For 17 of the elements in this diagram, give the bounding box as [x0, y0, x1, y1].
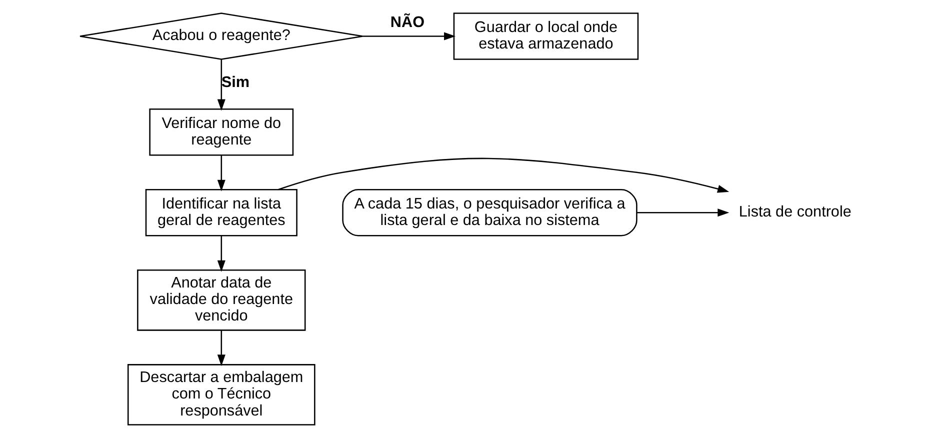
node-box: Verificar nome do reagente [148, 108, 294, 156]
node-diamond: Acabou o reagente? [78, 12, 363, 60]
arrow [278, 158, 729, 193]
node-box: A cada 15 dias, o pesquisador verifica a lista geral e da baixa no sistema [342, 188, 637, 236]
node-box: Guardar o local onde estava armazenado [452, 12, 638, 60]
node-box: Anotar data de validade do reagente vencido [136, 269, 306, 331]
edge-label: Sim [220, 74, 250, 91]
arrow [636, 208, 729, 217]
arrow [216, 236, 225, 272]
arrow [216, 330, 225, 366]
edge-label: NÃO [390, 14, 424, 31]
node-box: Identificar na lista geral de reagentes [144, 188, 297, 236]
node-box: Descartar a embalagem com o Técnico responsável [126, 364, 315, 426]
node-text: Lista de controle [738, 204, 851, 221]
arrow [216, 156, 225, 192]
arrow [362, 32, 456, 40]
arrow [216, 60, 225, 111]
